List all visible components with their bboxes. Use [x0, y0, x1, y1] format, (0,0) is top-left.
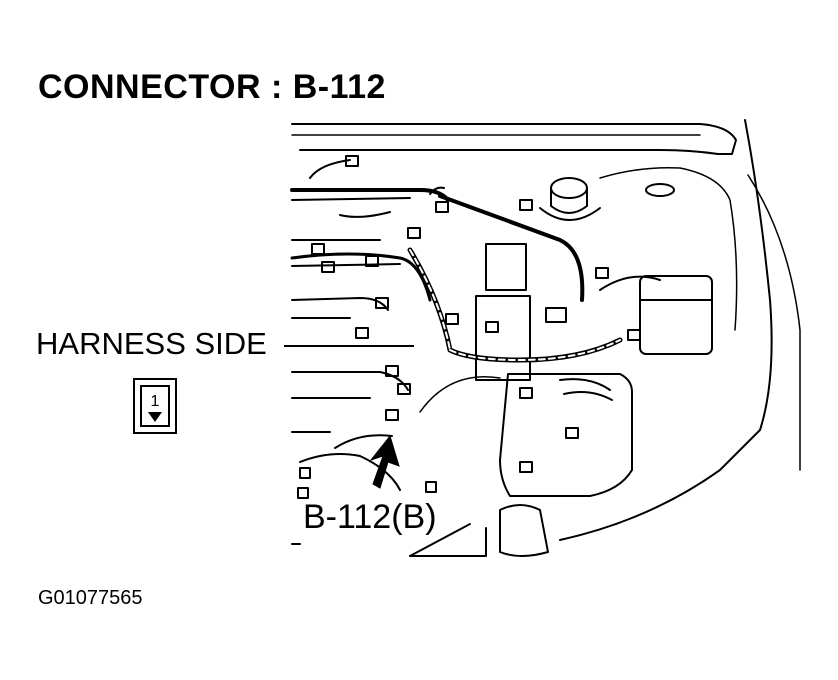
connector-callout-label: B-112(B) [303, 498, 437, 536]
connector-inner-frame: 1 [140, 385, 170, 427]
harness-leader-line [284, 345, 414, 347]
connector-face-icon: 1 [133, 378, 177, 434]
diagram-title: CONNECTOR : B-112 [38, 68, 386, 106]
harness-side-label: HARNESS SIDE [36, 326, 267, 361]
figure-code: G01077565 [38, 587, 143, 609]
connector-pin-number: 1 [150, 393, 160, 410]
connector-key-triangle-icon [148, 412, 162, 422]
